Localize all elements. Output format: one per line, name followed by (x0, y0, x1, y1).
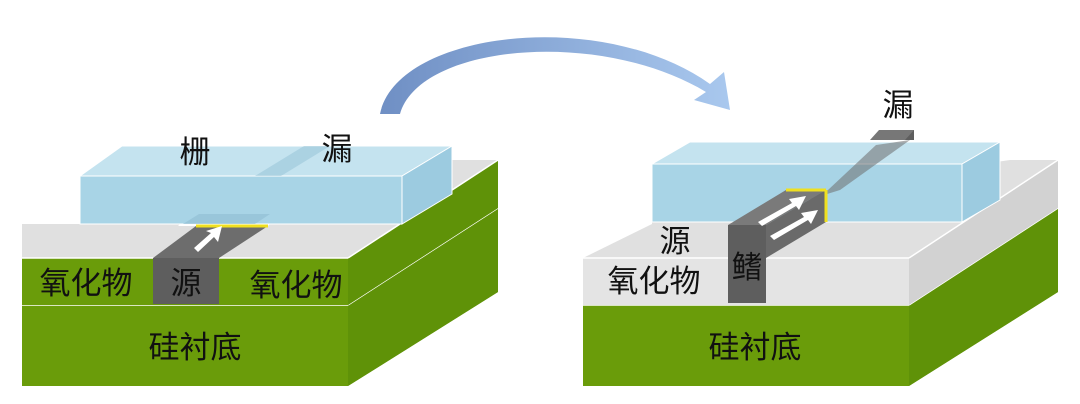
left-drain-label: 漏 (322, 132, 353, 168)
right-oxide-label: 氧化物 (608, 264, 701, 300)
fin-arrow-bottom (770, 210, 818, 240)
right-fin-label: 鳍 (732, 250, 763, 286)
right-drain-label: 漏 (883, 88, 914, 124)
fin-arrow-top (758, 196, 806, 226)
left-channel-arrow (194, 226, 222, 252)
left-oxide-left-label: 氧化物 (40, 266, 133, 302)
left-channel (153, 224, 268, 304)
left-substrate-label: 硅衬底 (149, 330, 242, 366)
right-source-label: 源 (660, 224, 691, 260)
right-substrate-label: 硅衬底 (709, 330, 802, 366)
left-gate (78, 145, 454, 225)
left-oxide-right-label: 氧化物 (250, 268, 343, 304)
left-source-label: 源 (171, 266, 202, 302)
right-fin (728, 130, 914, 303)
planar-device: 栅 漏 氧化物 氧化物 源 硅衬底 (22, 132, 499, 386)
transform-arrow (380, 37, 730, 114)
left-gate-label: 栅 (180, 135, 211, 171)
finfet-device: 漏 源 鳍 氧化物 硅衬底 (583, 88, 1059, 386)
